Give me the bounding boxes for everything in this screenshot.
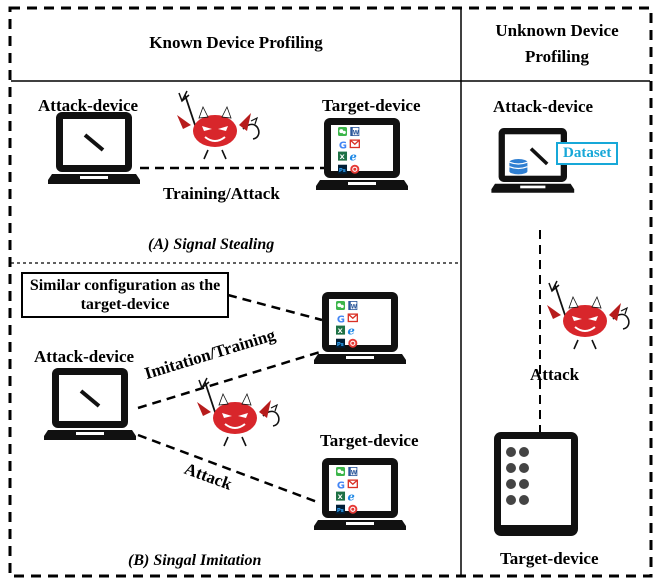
known-panel-title: Known Device Profiling xyxy=(149,33,323,52)
devil-icon xyxy=(546,280,630,350)
attack-link-b xyxy=(137,433,321,505)
attack-label: Attack xyxy=(530,365,580,384)
caption-a: (A) Signal Stealing xyxy=(148,236,275,253)
target-device-label: Target-device xyxy=(320,431,419,450)
unknown-panel-title: Unknown Device Profiling xyxy=(495,21,619,67)
attack-device-label: Attack-device xyxy=(38,96,139,115)
caption-b: (B) Singal Imitation xyxy=(128,552,262,569)
database-icon xyxy=(509,159,528,175)
imitation-link xyxy=(137,350,321,410)
training-attack-label: Training/Attack xyxy=(163,184,280,203)
target-laptop-b1 xyxy=(314,292,406,364)
attack-device-label: Attack-device xyxy=(493,97,594,116)
attack-laptop-b xyxy=(44,368,136,440)
devil-icon xyxy=(196,377,280,447)
target-tablet-c xyxy=(494,432,578,536)
attack-laptop-a xyxy=(48,112,140,184)
target-device-label: Target-device xyxy=(500,549,599,568)
target-laptop-a xyxy=(316,118,408,190)
target-laptop-b2 xyxy=(314,458,406,530)
devil-icon xyxy=(176,90,260,160)
attack-laptop-c xyxy=(491,128,575,193)
config-note: Similar configuration as the target-devi… xyxy=(21,272,229,319)
config-link xyxy=(227,293,323,322)
target-device-label: Target-device xyxy=(322,96,421,115)
outer-frame xyxy=(8,6,653,578)
attack-device-label: Attack-device xyxy=(34,347,135,366)
dataset-label: Dataset xyxy=(556,142,619,165)
